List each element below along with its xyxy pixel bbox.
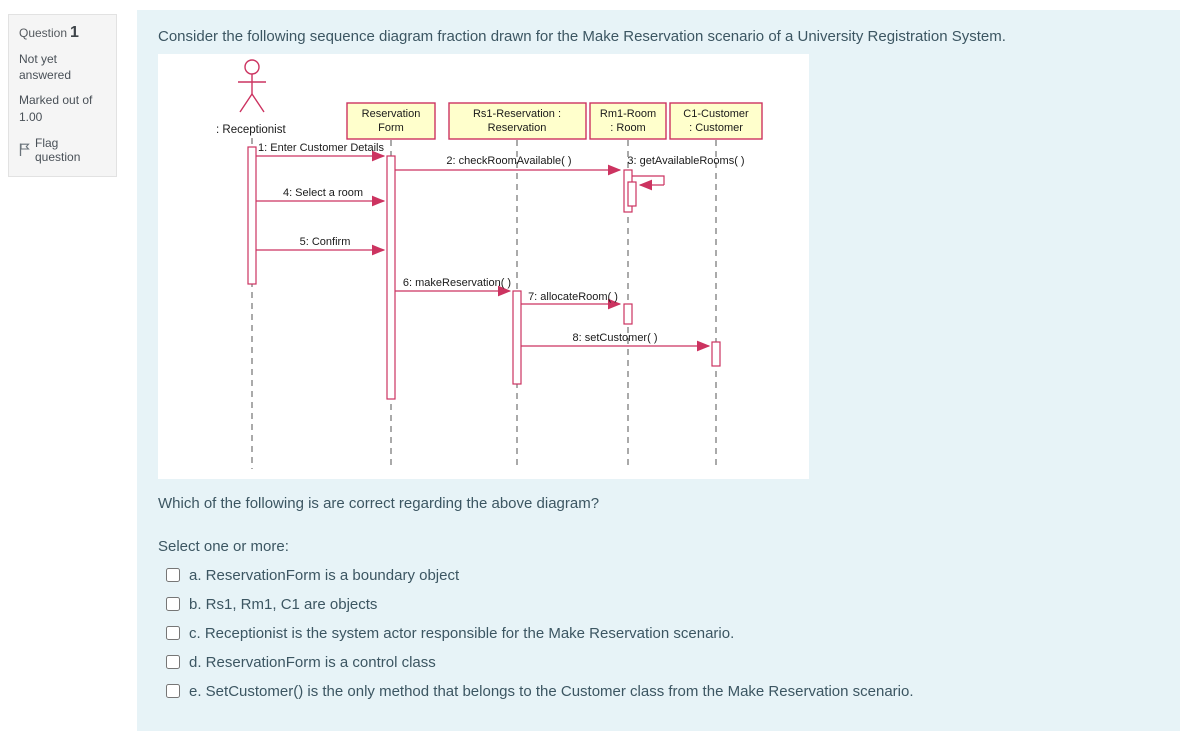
option-a-label: a. ReservationForm is a boundary object	[189, 566, 460, 584]
option-e[interactable]: e. SetCustomer() is the only method that…	[158, 683, 1159, 700]
object-box-reservation-form	[346, 101, 436, 140]
question-status: Not yet answered	[19, 52, 72, 83]
option-e-label: e. SetCustomer() is the only method that…	[189, 682, 914, 700]
option-b-label: b. Rs1, Rm1, C1 are objects	[189, 595, 378, 613]
question-content: Consider the following sequence diagram …	[137, 10, 1180, 731]
actor-receptionist-figure	[238, 58, 266, 112]
option-e-checkbox[interactable]	[166, 684, 180, 698]
activation-bars	[247, 145, 721, 400]
activation-rm1-second	[623, 302, 633, 325]
activation-rs1	[512, 289, 522, 385]
object-label: C1-Customer	[683, 108, 749, 120]
arrow-msg-3-out	[632, 174, 665, 185]
option-c[interactable]: c. Receptionist is the system actor resp…	[158, 625, 1159, 642]
message-label-2: 2: checkRoomAvailable( )	[446, 155, 571, 167]
question-marks: Marked out of 1.00	[19, 93, 93, 124]
message-label-6: 6: makeReservation( )	[403, 277, 511, 289]
flag-question-button[interactable]: Flag question	[19, 136, 106, 164]
message-label-8: 8: setCustomer( )	[573, 332, 658, 344]
object-box-rs1-reservation	[448, 101, 587, 140]
object-label: Form	[378, 122, 404, 134]
flag-question-label: Flag question	[35, 135, 81, 164]
option-c-label: c. Receptionist is the system actor resp…	[189, 624, 735, 642]
question-prompt: Which of the following is are correct re…	[158, 494, 600, 512]
option-b[interactable]: b. Rs1, Rm1, C1 are objects	[158, 596, 1159, 613]
object-label: Rm1-Room	[600, 108, 656, 120]
object-label: : Customer	[689, 122, 743, 134]
message-label-3: 3: getAvailableRooms( )	[627, 155, 744, 167]
sequence-diagram: : Receptionist Reservation Form Rs1-Rese…	[216, 58, 763, 469]
message-labels: 1: Enter Customer Details 2: checkRoomAv…	[258, 142, 745, 344]
option-d-checkbox[interactable]	[166, 655, 180, 669]
answer-options: a. ReservationForm is a boundary object …	[158, 567, 1159, 700]
question-number: 1	[70, 24, 79, 41]
object-box-rm1-room	[589, 101, 667, 140]
object-label: Rs1-Reservation :	[473, 108, 561, 120]
message-label-1: 1: Enter Customer Details	[258, 142, 384, 154]
message-label-4: 4: Select a room	[283, 187, 363, 199]
option-c-checkbox[interactable]	[166, 626, 180, 640]
activation-reservation-form	[386, 154, 396, 400]
question-label: Question	[19, 26, 68, 40]
option-a[interactable]: a. ReservationForm is a boundary object	[158, 567, 1159, 584]
object-boxes	[346, 101, 763, 140]
message-label-7: 7: allocateRoom( )	[528, 291, 618, 303]
message-arrows	[256, 150, 711, 351]
option-a-checkbox[interactable]	[166, 568, 180, 582]
actor-label: : Receptionist	[216, 124, 286, 136]
object-label: Reservation	[488, 122, 547, 134]
object-label: : Room	[610, 122, 645, 134]
question-intro-text: Consider the following sequence diagram …	[158, 28, 1006, 45]
select-instruction: Select one or more:	[158, 537, 289, 555]
diagram-image: : Receptionist Reservation Form Rs1-Rese…	[158, 53, 809, 479]
option-d-label: d. ReservationForm is a control class	[189, 653, 436, 671]
option-b-checkbox[interactable]	[166, 597, 180, 611]
object-label: Reservation	[362, 108, 421, 120]
flag-icon	[19, 143, 30, 157]
option-d[interactable]: d. ReservationForm is a control class	[158, 654, 1159, 671]
object-box-c1-customer	[669, 101, 763, 140]
activation-receptionist	[247, 145, 257, 285]
activation-rm1-nested	[627, 180, 637, 207]
activation-c1	[711, 340, 721, 367]
message-label-5: 5: Confirm	[300, 236, 351, 248]
object-labels: Reservation Form Rs1-Reservation : Reser…	[362, 108, 749, 134]
